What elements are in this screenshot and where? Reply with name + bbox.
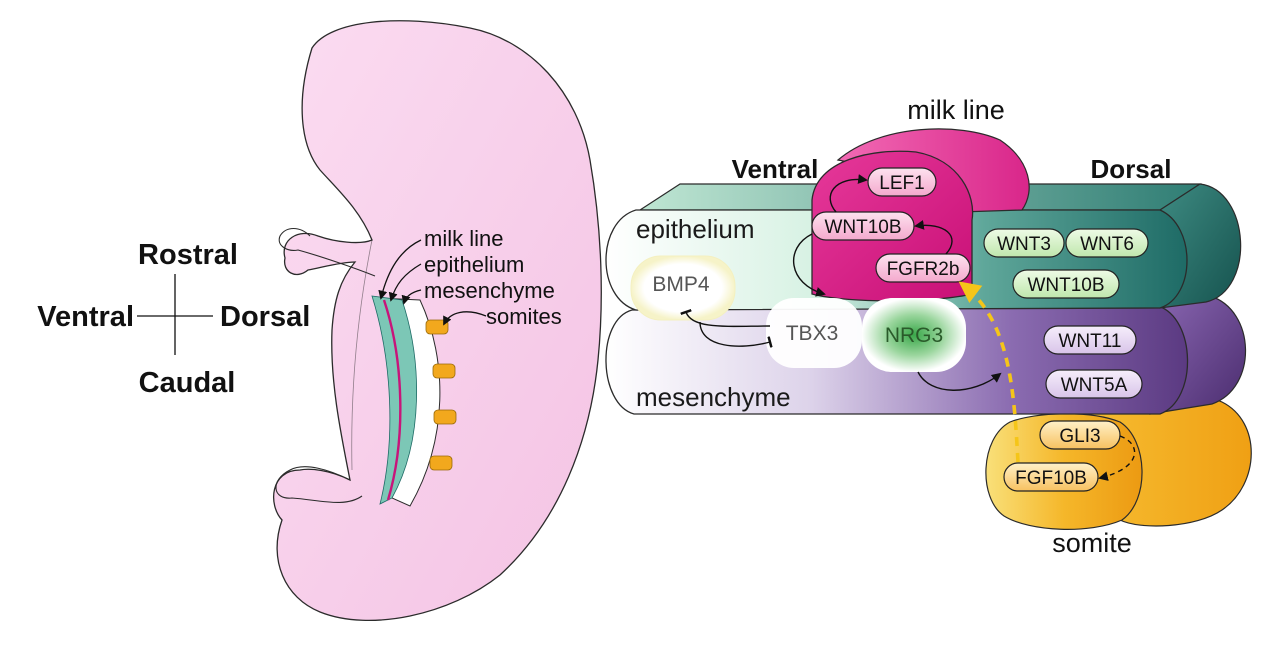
model-label-dorsal: Dorsal [1091,154,1172,184]
gene-node-wnt3: WNT3 [983,228,1065,258]
embryo-somite-4 [429,455,453,471]
model-label-ventral: Ventral [732,154,819,184]
embryo-illustration: milk line epithelium mesenchyme somites [272,20,602,622]
gene-node-tbx3: TBX3 [766,298,862,368]
gene-nrg3: NRG3 [885,324,943,347]
gene-node-wnt11: WNT11 [1043,325,1137,355]
leader-somites [443,311,487,326]
model-label-epithelium: epithelium [636,214,755,244]
arrow-wnt10b-tbx3-loop [792,233,826,297]
gene-fgfr2b: FGFR2b [887,259,960,280]
inhibit-tbx3-bmp4 [680,309,771,328]
model-label-milk-line: milk line [907,95,1005,125]
gene-node-fgf10b: FGF10B [1003,462,1099,492]
compass-rostral: Rostral [138,239,238,271]
model-label-somite: somite [1052,528,1132,558]
gene-wnt11: WNT11 [1059,331,1122,352]
compass-dorsal: Dorsal [220,301,310,333]
gene-node-wnt10b-dorsal: WNT10B [1012,269,1120,299]
compass-ventral: Ventral [37,301,134,333]
signal-fgf10b-to-fgfr2b [958,281,1020,463]
gene-node-wnt6: WNT6 [1065,228,1149,258]
gene-fgf10b: FGF10B [1015,468,1087,489]
gene-bmp4: BMP4 [652,273,710,296]
gene-tbx3: TBX3 [786,322,839,345]
gene-wnt10b-milk: WNT10B [824,217,901,238]
embryo-label-somites: somites [486,304,562,329]
leader-mesenchyme [401,289,422,305]
gene-node-fgfr2b: FGFR2b [875,253,971,283]
gene-node-nrg3: NRG3 [862,298,966,372]
leader-epithelium [388,263,422,302]
embryo-dorsal-contour [351,239,373,471]
gene-node-wnt10b-milk: WNT10B [811,211,915,241]
gene-wnt3: WNT3 [997,234,1051,255]
gene-wnt10b-dorsal: WNT10B [1027,275,1104,296]
embryo-somite-1 [425,319,449,335]
tissue-model: milk line Ventral Dorsal epithelium mese… [605,95,1252,558]
arrow-nrg3-to-dorsal [917,371,1002,391]
embryo-epithelium-strip [371,295,418,505]
arrow-wnt10b-to-lef1 [829,174,868,213]
gene-node-wnt5a: WNT5A [1045,369,1143,399]
gene-node-lef1: LEF1 [867,167,937,197]
embryo-forelimb [278,227,376,277]
compass-caudal: Caudal [139,367,236,399]
gene-lef1: LEF1 [879,173,924,194]
gene-node-gli3: GLI3 [1039,420,1121,450]
leader-milk-line [378,239,422,300]
embryo-hindlimb [275,466,363,503]
gene-gli3: GLI3 [1059,426,1100,447]
orientation-compass: Rostral Caudal Ventral Dorsal [37,239,310,399]
embryo-somite-3 [433,409,457,425]
embryo-milk-line [382,299,402,501]
embryo-somite-2 [432,363,456,379]
arrow-fgfr2b-to-wnt10b [914,220,953,255]
gene-wnt5a: WNT5A [1061,375,1128,396]
gene-node-bmp4: BMP4 [630,255,736,321]
model-label-mesenchyme: mesenchyme [636,382,791,412]
embryo-label-epithelium: epithelium [424,252,524,277]
gene-wnt6: WNT6 [1080,234,1134,255]
embryo-label-milk-line: milk line [424,226,503,251]
embryo-label-mesenchyme: mesenchyme [424,278,555,303]
inhibit-bmp4-tbx3 [699,321,773,348]
arrow-gli3-to-fgf10b [1098,435,1136,481]
